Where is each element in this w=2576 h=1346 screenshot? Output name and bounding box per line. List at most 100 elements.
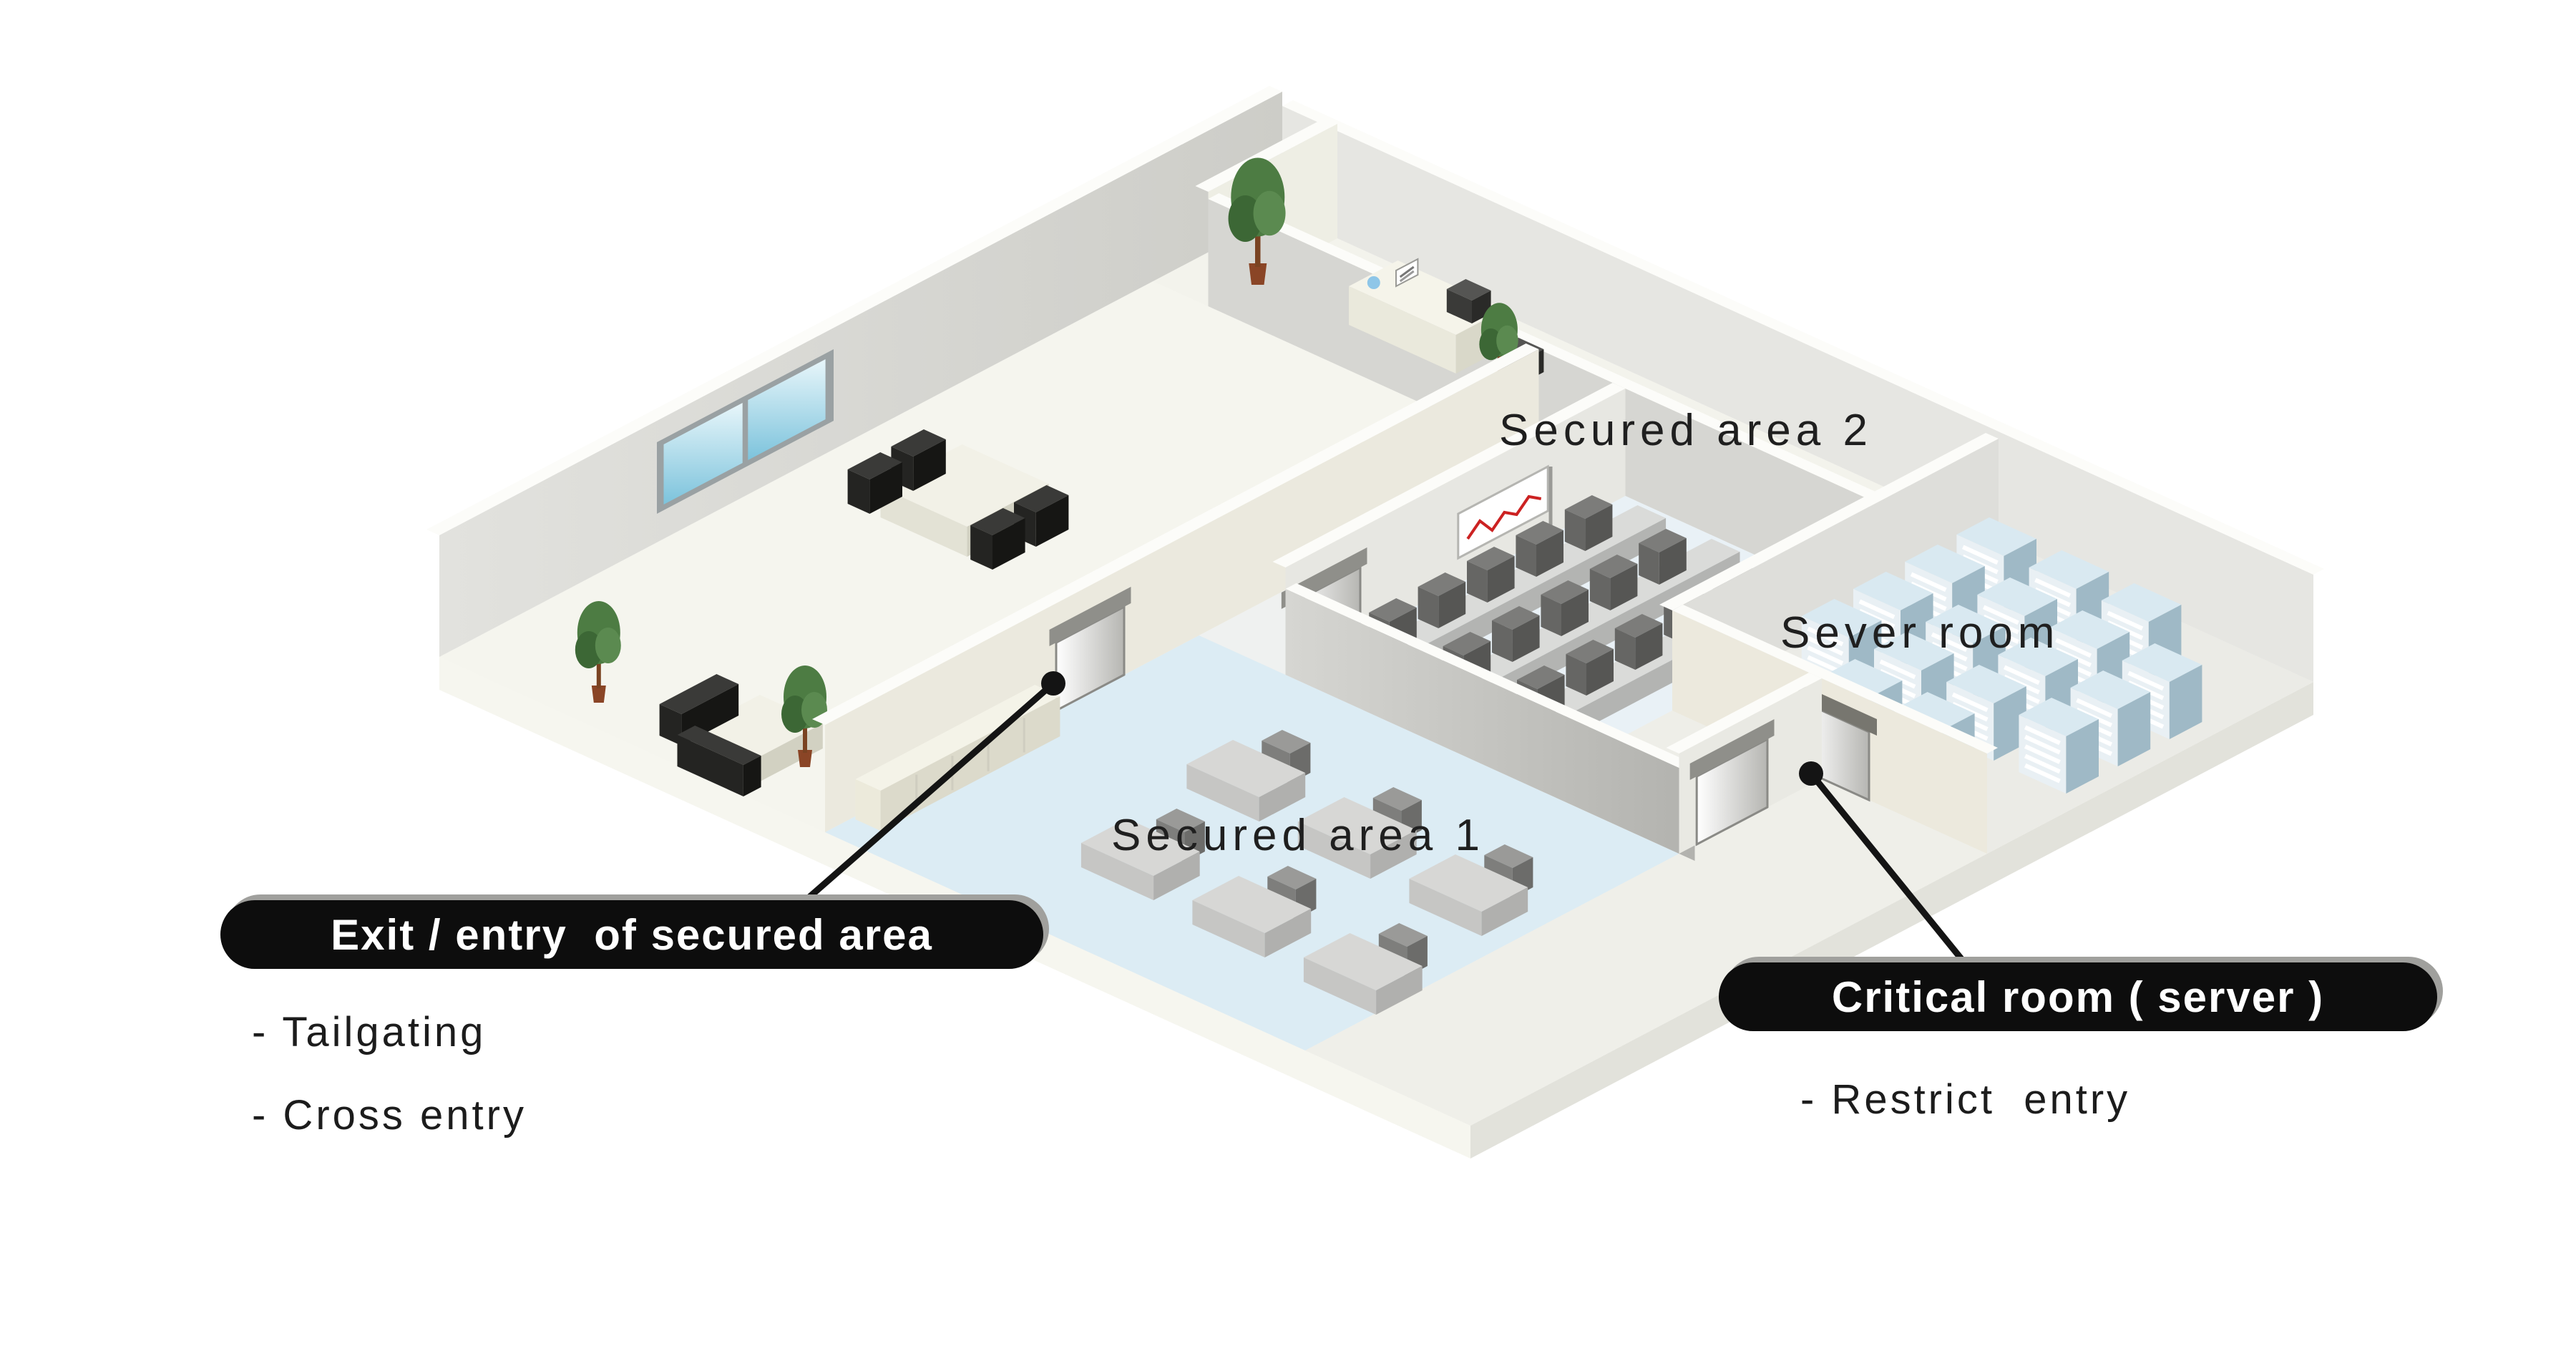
floor-tree-canopy (595, 628, 621, 663)
reception-sign-text-mark (1399, 265, 1415, 278)
whiteboard-chart-line (1466, 494, 1542, 540)
office-chair-top (1262, 730, 1311, 754)
training-chair-front (1467, 561, 1488, 603)
lounge-bench-front (659, 704, 682, 746)
wall-back-right-top (1282, 100, 2324, 575)
exit-callout-dot (1041, 671, 1065, 696)
exit-callout-line (792, 681, 1055, 913)
rack-slat (2024, 744, 2061, 764)
back-walls (426, 86, 2324, 682)
label-secured-area-2: Secured area 2 (1499, 406, 1873, 455)
rack-slat (2034, 577, 2072, 598)
rack-slat (1807, 635, 1844, 656)
rack-slat (1807, 645, 1844, 665)
meeting-table-front (880, 487, 967, 557)
label-secured-area-1: Secured area 1 (1111, 811, 1485, 860)
lounge-bench-top (659, 674, 739, 714)
training-chair-top (1564, 495, 1613, 519)
office-desk-top (1409, 854, 1528, 912)
exit-bullet-tailgating: - Tailgating (252, 1009, 486, 1055)
rack-slat (2024, 763, 2061, 784)
wall-area-divider-top (1285, 583, 1706, 775)
training-chair-side (1635, 623, 1663, 670)
server-rack-top (1977, 577, 2057, 616)
wall-reception-nook-top (1195, 118, 1337, 192)
office-chair-top (1484, 844, 1533, 868)
meeting-chair-front (970, 525, 992, 570)
office-desk-front (1303, 957, 1377, 1015)
exit-pill (220, 900, 1043, 969)
office-chair-top (1378, 923, 1428, 947)
server-rack-side (1994, 686, 2026, 761)
floor-tree-pot (591, 686, 606, 703)
meeting-chair-top (970, 508, 1025, 535)
floor-front-right (1305, 779, 1987, 1126)
meeting-chair-top (1014, 485, 1069, 512)
critical-pill (1719, 962, 2437, 1031)
critical-callout-line (1808, 771, 1974, 972)
label-server-room: Sever room (1780, 608, 2059, 658)
rack-slat (1951, 692, 1989, 713)
corridor-cabinets-top (855, 685, 1060, 791)
vestibule-door-lintel (1689, 719, 1775, 780)
wall-back-left-top (426, 86, 1282, 535)
rack-slat (1910, 572, 1947, 592)
training-chair-top (1516, 521, 1563, 545)
training-chair-side (1610, 564, 1638, 610)
floor-tree-canopy (575, 631, 602, 668)
server-rack-top (2070, 670, 2151, 709)
office-desk-front (1080, 843, 1154, 900)
training-chair-front (1492, 620, 1513, 662)
reception-chair-front (1446, 289, 1472, 323)
floor-tree-pot (798, 750, 812, 767)
rack-slat (2024, 734, 2061, 755)
training-chair-top (1467, 547, 1515, 570)
rack-slat (1982, 605, 2019, 625)
wall-area-divider (1285, 589, 1695, 861)
server-rack-top (2029, 550, 2109, 589)
critical-pill-label: Critical room ( server ) (1832, 973, 2324, 1021)
training-chair-side (1659, 538, 1687, 585)
rack-slat (2003, 665, 2040, 686)
office-chair-top (1372, 787, 1422, 811)
office-desks (1080, 730, 1533, 1015)
meeting-chair-side (913, 439, 946, 491)
office-desk-side (1259, 773, 1306, 821)
training-chair-top (1639, 529, 1687, 552)
server-rack-top (1946, 665, 2026, 703)
window-pane (663, 403, 743, 504)
training-chair-front (1564, 509, 1586, 551)
server-rack-top (1853, 572, 1933, 610)
lounge-bench-top (677, 726, 761, 765)
server-rack-side (2117, 692, 2151, 766)
server-rack-top (1998, 638, 2078, 676)
rack-slat (2024, 725, 2061, 746)
reception-plant-canopy (1479, 328, 1503, 361)
training-chair-front (1614, 628, 1636, 670)
office-desk-side (1376, 966, 1423, 1015)
training-chair-side (1487, 556, 1515, 603)
rack-slat (2024, 754, 2061, 774)
training-chair-front (1566, 654, 1586, 696)
vestibule-wall (1666, 673, 1822, 854)
slab-front-right (1470, 682, 2313, 1159)
training-chair-front (1516, 535, 1536, 577)
office-desk-side (1264, 909, 1312, 957)
office-desk-top (1080, 819, 1200, 876)
wall-back-right (1282, 106, 2313, 682)
training-chair-side (1438, 582, 1466, 628)
secured-area-exit-door-lintel (1049, 587, 1131, 646)
rack-slat (1931, 632, 1968, 653)
server-rack-top (2122, 643, 2202, 682)
office-desk-side (1481, 887, 1528, 936)
training-chair-top (1418, 572, 1466, 596)
exit-bullet-cross-entry: - Cross entry (252, 1092, 527, 1138)
training-chair-top (1614, 614, 1663, 638)
server-rack-top (1801, 599, 1882, 638)
floor-tree-canopy (781, 696, 809, 733)
server-rack-side (2066, 719, 2099, 794)
office-desk-top (1192, 876, 1312, 933)
training-chair-side (1536, 530, 1563, 577)
